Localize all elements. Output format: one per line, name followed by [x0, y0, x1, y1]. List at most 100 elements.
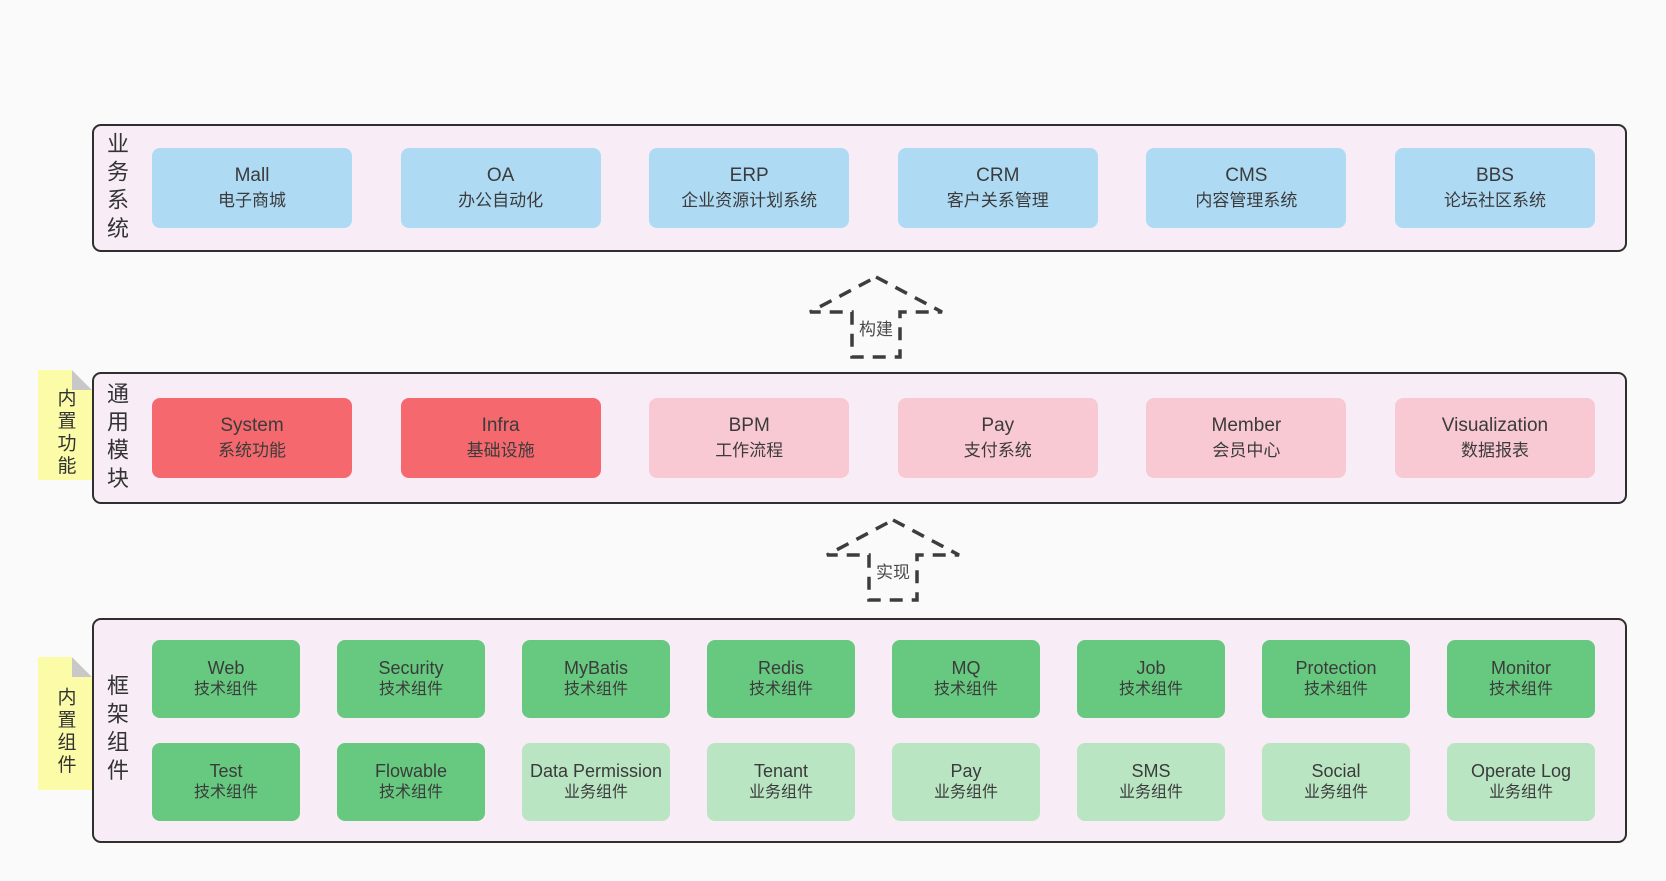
box-name: Infra: [481, 415, 520, 437]
box-bpm: BPM 工作流程: [649, 398, 850, 478]
box-pay: Pay 支付系统: [897, 398, 1098, 478]
box-crm: CRM 客户关系管理: [897, 148, 1098, 228]
box-data-permission: Data Permission 业务组件: [522, 743, 670, 821]
box-row: Mall 电子商城 OA 办公自动化 ERP 企业资源计划系统 CRM 客户关系管理 CMS 内容…: [152, 148, 1595, 228]
box-name: Pay: [950, 761, 982, 782]
box-subtitle: 业务组件: [563, 784, 628, 802]
box-subtitle: 会员中心: [1212, 441, 1281, 461]
box-subtitle: 工作流程: [715, 441, 784, 461]
box-name: BBS: [1475, 165, 1514, 187]
box-tenant: Tenant 业务组件: [707, 743, 855, 821]
box-subtitle: 办公自动化: [458, 191, 544, 211]
box-job: Job 技术组件: [1077, 640, 1225, 718]
common-modules-label: 通用模块: [104, 381, 129, 495]
box-subtitle: 数据报表: [1460, 441, 1529, 461]
box-subtitle: 业务组件: [933, 784, 998, 802]
box-mq: MQ 技术组件: [892, 640, 1040, 718]
box-infra: Infra 基础设施: [400, 398, 601, 478]
sticky-note-builtin-features: 内置功能: [38, 370, 92, 480]
box-oa: OA 办公自动化: [400, 148, 601, 228]
box-name: System: [220, 415, 284, 437]
box-subtitle: 技术组件: [933, 681, 998, 699]
box-security: Security 技术组件: [337, 640, 485, 718]
box-visualization: Visualization 数据报表: [1394, 398, 1595, 478]
box-subtitle: 业务组件: [1303, 784, 1368, 802]
box-name: Redis: [757, 658, 805, 679]
box-name: Pay: [981, 415, 1015, 437]
box-name: CMS: [1225, 165, 1268, 187]
box-row: System 系统功能 Infra 基础设施 BPM 工作流程 Pay 支付系统 Member 会…: [152, 398, 1595, 478]
box-subtitle: 客户关系管理: [946, 191, 1049, 211]
sticky-note-label: 内置组件: [54, 686, 76, 777]
box-operate-log: Operate Log 业务组件: [1447, 743, 1595, 821]
box-subtitle: 技术组件: [563, 681, 628, 699]
box-subtitle: 技术组件: [378, 681, 443, 699]
arrow-build: 构建: [806, 274, 946, 360]
box-subtitle: 企业资源计划系统: [681, 191, 818, 211]
folded-corner-icon: [72, 657, 92, 677]
sticky-note-label: 内置功能: [54, 388, 76, 478]
arrow-implement-label: 实现: [872, 557, 914, 584]
box-subtitle: 技术组件: [193, 784, 258, 802]
box-name: Tenant: [753, 761, 809, 782]
box-subtitle: 业务组件: [1118, 784, 1183, 802]
box-name: ERP: [729, 165, 769, 187]
box-subtitle: 系统功能: [218, 441, 286, 461]
folded-corner-icon: [72, 370, 92, 390]
box-mall: Mall 电子商城: [152, 148, 352, 228]
box-subtitle: 基础设施: [466, 441, 535, 461]
box-test: Test 技术组件: [152, 743, 300, 821]
box-name: Security: [378, 658, 444, 679]
arrow-implement: 实现: [823, 517, 963, 603]
box-subtitle: 论坛社区系统: [1443, 191, 1546, 211]
box-protection: Protection 技术组件: [1262, 640, 1410, 718]
box-member: Member 会员中心: [1146, 398, 1347, 478]
box-subtitle: 业务组件: [748, 784, 813, 802]
box-subtitle: 支付系统: [963, 441, 1032, 461]
box-name: SMS: [1131, 761, 1171, 782]
box-redis: Redis 技术组件: [707, 640, 855, 718]
box-pay: Pay 业务组件: [892, 743, 1040, 821]
box-subtitle: 技术组件: [1118, 681, 1183, 699]
box-name: Job: [1136, 658, 1166, 679]
box-subtitle: 电子商城: [218, 191, 286, 211]
framework-components-label: 框架组件: [104, 674, 129, 787]
box-social: Social 业务组件: [1262, 743, 1410, 821]
box-name: OA: [486, 165, 515, 187]
box-sms: SMS 业务组件: [1077, 743, 1225, 821]
business-systems-label: 业务系统: [104, 131, 129, 245]
box-name: Visualization: [1441, 415, 1549, 437]
box-subtitle: 技术组件: [1488, 681, 1553, 699]
box-name: Test: [209, 761, 243, 782]
box-subtitle: 技术组件: [1303, 681, 1368, 699]
box-name: Social: [1311, 761, 1361, 782]
box-bbs: BBS 论坛社区系统: [1394, 148, 1595, 228]
box-name: CRM: [976, 165, 1020, 187]
box-name: BPM: [728, 415, 770, 437]
box-name: Protection: [1295, 658, 1377, 679]
box-erp: ERP 企业资源计划系统: [649, 148, 850, 228]
box-system: System 系统功能: [152, 398, 352, 478]
box-name: Mall: [234, 165, 270, 187]
box-subtitle: 内容管理系统: [1195, 191, 1298, 211]
box-subtitle: 技术组件: [748, 681, 813, 699]
box-name: Data Permission: [529, 761, 663, 782]
box-name: Operate Log: [1470, 761, 1572, 782]
sticky-note-builtin-components: 内置组件: [38, 657, 92, 790]
box-cms: CMS 内容管理系统: [1146, 148, 1347, 228]
box-subtitle: 业务组件: [1488, 784, 1553, 802]
panel-common-modules: 通用模块 System 系统功能 Infra 基础设施 BPM 工作流程 Pay 支付系统 Mem…: [92, 372, 1627, 504]
box-name: Member: [1211, 415, 1282, 437]
arrow-build-label: 构建: [855, 314, 897, 341]
box-subtitle: 技术组件: [193, 681, 258, 699]
box-name: MQ: [951, 658, 981, 679]
